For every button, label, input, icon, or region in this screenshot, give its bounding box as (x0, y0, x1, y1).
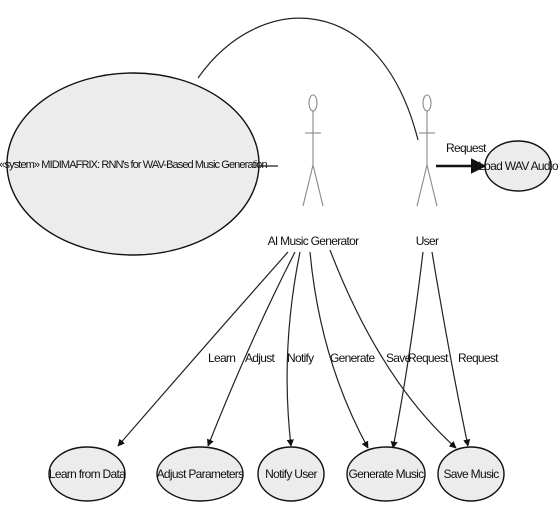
actor-head (308, 94, 318, 112)
svg-text:Adjust Parameters: Adjust Parameters (157, 467, 245, 481)
edge-ai-adjust (207, 251, 296, 447)
edge-user-generate (390, 251, 424, 449)
actor-ai-music-generator: AI Music Generator (268, 94, 360, 248)
use-case-save-music: Save Music (437, 446, 505, 502)
edge-ai-notify (286, 251, 301, 447)
svg-text:Notify User: Notify User (265, 467, 317, 481)
edge-label-save: Save (386, 351, 412, 365)
edge-ai-learn (117, 251, 289, 447)
edge-label-generate: Generate (330, 351, 375, 365)
system-label: «system» MIDIMAFRIX: RNN's for WAV-Based… (0, 159, 268, 171)
use-case-notify-user: Notify User (257, 446, 325, 502)
edge-label-request-load: Request (446, 141, 487, 155)
svg-text:Save Music: Save Music (443, 467, 499, 481)
actor-head (422, 94, 432, 112)
edge-ai-generate (309, 251, 369, 449)
edge-label-notify: Notify (287, 351, 314, 365)
actor-ai-label: AI Music Generator (268, 234, 359, 248)
actor-user: User (416, 94, 440, 248)
edge-label-learn: Learn (208, 351, 235, 365)
svg-text:Learn from Data: Learn from Data (49, 467, 126, 481)
edge-user-save (431, 251, 471, 447)
system-boundary: «system» MIDIMAFRIX: RNN's for WAV-Based… (0, 72, 268, 256)
system-to-user-arc (197, 17, 419, 141)
use-case-learn-from-data: Learn from Data (48, 446, 127, 502)
use-case-generate-music: Generate Music (346, 446, 426, 502)
use-case-load-wav: Load WAV Audio (478, 140, 559, 192)
edge-label-user-request-save: Request (458, 351, 499, 365)
actor-user-label: User (416, 234, 439, 248)
edge-label-user-request-generate: Request (408, 351, 449, 365)
svg-text:Load WAV Audio: Load WAV Audio (478, 159, 559, 173)
edge-label-adjust: Adjust (245, 351, 276, 365)
svg-text:Generate Music: Generate Music (349, 467, 425, 481)
use-case-adjust-parameters: Adjust Parameters (156, 446, 245, 502)
edge-ai-save (329, 249, 457, 449)
